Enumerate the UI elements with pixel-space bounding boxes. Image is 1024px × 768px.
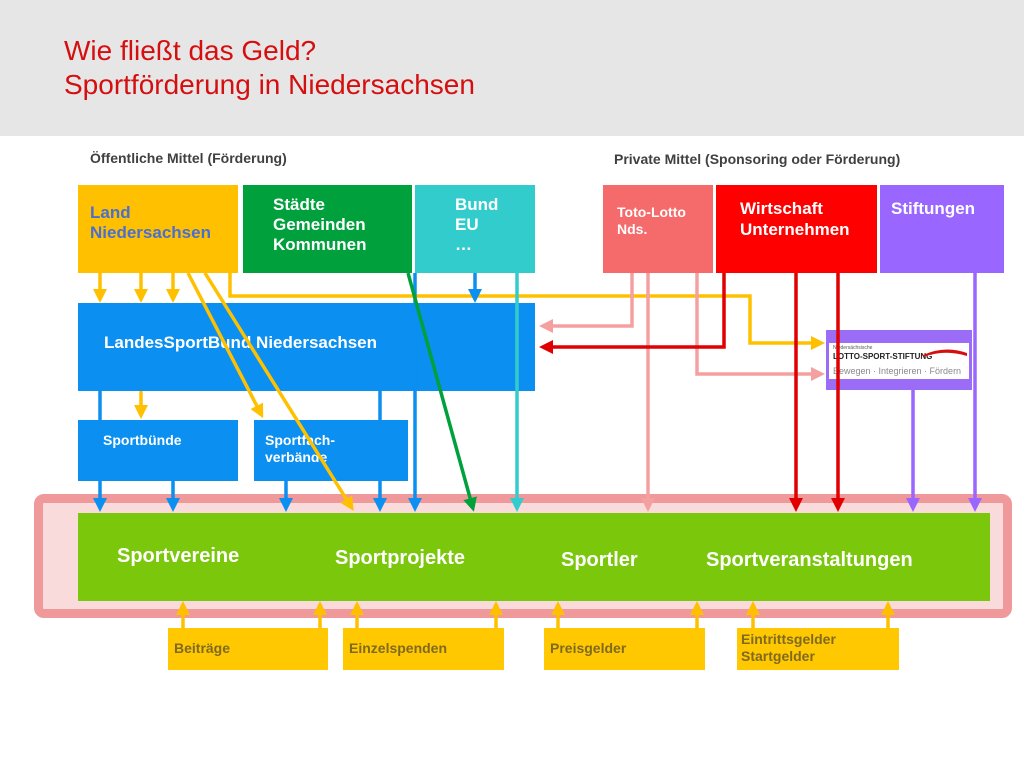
arrow-land-fachverbaende (186, 272, 264, 419)
recipient-sportvereine: Sportvereine (117, 545, 240, 567)
source-wirtschaft: Wirtschaft Unternehmen (716, 185, 877, 273)
logo-sub-text: Bewegen · Integrieren · Fördern (833, 366, 962, 376)
logo-small-text: Niedersächsische (833, 345, 873, 351)
income-einzelspenden: Einzelspenden (343, 628, 504, 670)
source-staedte-label: Städte Gemeinden Kommunen (273, 195, 367, 254)
income-eintrittsgelder: Eintrittsgelder Startgelder (737, 628, 899, 670)
sportfachverbaende-label: Sportfach- verbände (265, 432, 335, 465)
lotto-sport-stiftung-logo: Niedersächsische LOTTO-SPORT-STIFTUNG Be… (826, 330, 972, 390)
sportbuende-box: Sportbünde (78, 420, 238, 481)
recipient-sportveranstaltungen: Sportveranstaltungen (706, 549, 913, 571)
source-land: Land Niedersachsen (78, 185, 238, 273)
arrow-land-stiftung (228, 273, 825, 350)
source-toto-lotto: Toto-Lotto Nds. (603, 185, 713, 273)
logo-swoosh-icon (923, 349, 967, 357)
sportfachverbaende-box: Sportfach- verbände (254, 420, 408, 481)
logo-main-text: LOTTO-SPORT-STIFTUNG (833, 352, 933, 361)
landessportbund-label: LandesSportBund Niedersachsen (104, 333, 378, 352)
page-title: Wie fließt das Geld? Sportförderung in N… (64, 34, 475, 102)
title-line-1: Wie fließt das Geld? (64, 35, 317, 66)
title-line-2: Sportförderung in Niedersachsen (64, 69, 475, 100)
source-stiftungen: Stiftungen (880, 185, 1004, 273)
source-land-label: Land Niedersachsen (90, 203, 211, 242)
header-band: Wie fließt das Geld? Sportförderung in N… (0, 0, 1024, 136)
source-toto-label: Toto-Lotto Nds. (617, 204, 686, 237)
source-wirtschaft-label: Wirtschaft Unternehmen (740, 199, 850, 239)
income-preisgelder-label: Preisgelder (550, 640, 627, 656)
arrow-staedte-projekte (406, 272, 477, 512)
private-funds-label: Private Mittel (Sponsoring oder Förderun… (614, 151, 901, 167)
recipients-box: Sportvereine Sportprojekte Sportler Spor… (78, 513, 990, 601)
recipient-sportler: Sportler (561, 549, 638, 571)
arrow-toto-stiftung (695, 273, 825, 381)
source-staedte: Städte Gemeinden Kommunen (243, 185, 412, 273)
arrow-toto-lsb (539, 273, 634, 333)
income-einzelspenden-label: Einzelspenden (349, 640, 448, 656)
source-bund-label: Bund EU … (455, 195, 499, 254)
source-stiftungen-label: Stiftungen (891, 199, 976, 218)
income-eintrittsgelder-label: Eintrittsgelder Startgelder (741, 631, 836, 664)
recipient-sportprojekte: Sportprojekte (335, 547, 466, 569)
income-beitraege-label: Beiträge (174, 640, 231, 656)
income-preisgelder: Preisgelder (544, 628, 705, 670)
sportbuende-label: Sportbünde (103, 432, 182, 448)
arrow-wirtschaft-lsb (539, 273, 726, 354)
landessportbund-box: LandesSportBund Niedersachsen (78, 303, 535, 391)
income-beitraege: Beiträge (168, 628, 328, 670)
logo-panel: Niedersächsische LOTTO-SPORT-STIFTUNG Be… (829, 343, 969, 379)
source-bund: Bund EU … (415, 185, 535, 273)
public-funds-label: Öffentliche Mittel (Förderung) (90, 150, 287, 166)
arrow-land-projekte (203, 272, 354, 511)
